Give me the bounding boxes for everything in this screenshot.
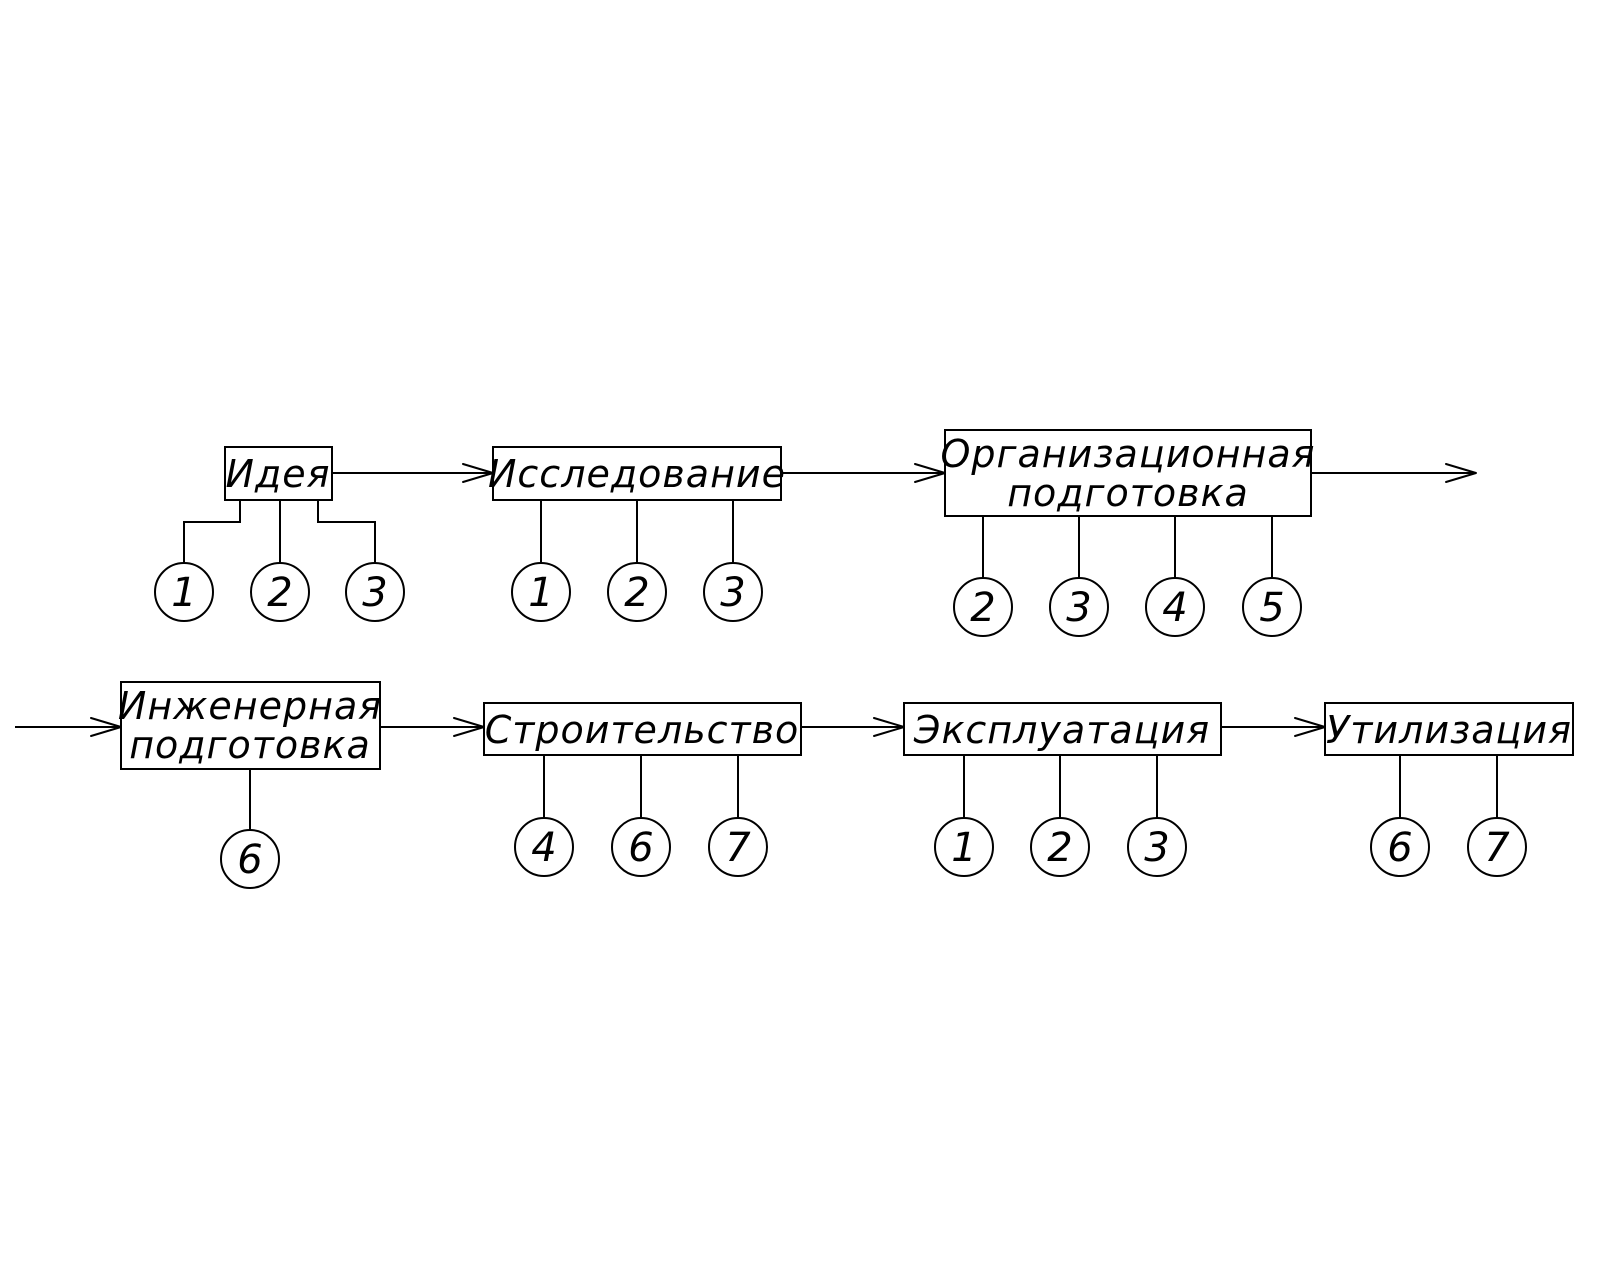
arrow-operation-to-disposal bbox=[1221, 717, 1326, 737]
stage-research-connectors bbox=[540, 500, 734, 563]
marker-circle bbox=[953, 577, 1013, 637]
marker-number: 3 bbox=[1144, 825, 1169, 871]
marker-number: 4 bbox=[531, 825, 556, 871]
marker-number: 7 bbox=[725, 825, 751, 871]
marker-circle bbox=[154, 562, 214, 622]
marker-number: 1 bbox=[951, 825, 976, 871]
marker-circle bbox=[611, 817, 671, 877]
stage-operation-label: Эксплуатация bbox=[913, 708, 1210, 752]
stage-org-prep-connectors bbox=[982, 516, 1273, 578]
stage-idea-markers: 1 2 3 bbox=[154, 562, 405, 622]
stage-research-label: Исследование bbox=[488, 452, 786, 496]
stage-eng-prep-label-line1: Инженерная bbox=[118, 684, 382, 728]
marker-circle bbox=[1242, 577, 1302, 637]
marker-circle bbox=[1370, 817, 1430, 877]
arrow-eng-prep-to-construction bbox=[380, 717, 485, 737]
marker-circle bbox=[934, 817, 994, 877]
stage-construction-markers: 4 6 7 bbox=[514, 817, 768, 877]
stage-research-box bbox=[492, 446, 782, 501]
stage-org-prep: Организационная подготовка bbox=[941, 429, 1316, 517]
marker-number: 4 bbox=[1162, 585, 1187, 631]
marker-circle bbox=[1145, 577, 1205, 637]
marker-number: 3 bbox=[720, 570, 745, 616]
stage-idea-connectors bbox=[183, 500, 376, 563]
stage-operation-box bbox=[903, 702, 1222, 756]
marker-number: 3 bbox=[1066, 585, 1091, 631]
stage-idea-label: Идея bbox=[226, 452, 331, 496]
arrow-idea-to-research bbox=[332, 463, 494, 483]
marker-circle bbox=[514, 817, 574, 877]
marker-number: 7 bbox=[1484, 825, 1510, 871]
stage-construction-label: Строительство bbox=[485, 708, 800, 752]
stage-operation-connectors bbox=[963, 755, 1158, 818]
marker-circle bbox=[1049, 577, 1109, 637]
stage-research: Исследование bbox=[488, 446, 786, 501]
marker-circle bbox=[703, 562, 763, 622]
marker-number: 2 bbox=[267, 570, 292, 616]
stage-construction: Строительство bbox=[483, 702, 802, 756]
marker-number: 3 bbox=[362, 570, 387, 616]
stage-operation-markers: 1 2 3 bbox=[934, 817, 1187, 877]
marker-number: 2 bbox=[1047, 825, 1072, 871]
arrow-into-eng-prep bbox=[15, 717, 122, 737]
marker-circle bbox=[511, 562, 571, 622]
stage-idea: Идея bbox=[224, 446, 333, 501]
marker-number: 1 bbox=[171, 570, 196, 616]
marker-number: 2 bbox=[970, 585, 995, 631]
stage-disposal-box bbox=[1324, 702, 1574, 756]
stage-disposal: Утилизация bbox=[1324, 702, 1574, 756]
stage-org-prep-label-line1: Организационная bbox=[941, 432, 1316, 476]
marker-number: 6 bbox=[237, 837, 262, 883]
marker-circle bbox=[220, 829, 280, 889]
stage-operation: Эксплуатация bbox=[903, 702, 1222, 756]
arrow-org-prep-continue bbox=[1311, 463, 1477, 483]
marker-circle bbox=[1467, 817, 1527, 877]
stage-research-markers: 1 2 3 bbox=[511, 562, 763, 622]
marker-circle bbox=[345, 562, 405, 622]
marker-number: 6 bbox=[628, 825, 653, 871]
marker-circle bbox=[607, 562, 667, 622]
marker-number: 2 bbox=[624, 570, 649, 616]
marker-number: 6 bbox=[1387, 825, 1412, 871]
arrow-construction-to-operation bbox=[801, 717, 905, 737]
stage-org-prep-markers: 2 3 4 5 bbox=[953, 577, 1302, 637]
marker-circle bbox=[1030, 817, 1090, 877]
stage-eng-prep-label-line2: подготовка bbox=[129, 723, 371, 767]
arrow-research-to-org-prep bbox=[781, 463, 946, 483]
stage-eng-prep-box bbox=[120, 681, 381, 770]
marker-circle bbox=[1127, 817, 1187, 877]
stage-construction-connectors bbox=[543, 755, 739, 818]
stage-eng-prep-markers: 6 bbox=[220, 829, 280, 889]
stage-org-prep-box bbox=[944, 429, 1312, 517]
stage-construction-box bbox=[483, 702, 802, 756]
stage-disposal-connectors bbox=[1399, 755, 1498, 818]
stage-org-prep-label-line2: подготовка bbox=[1007, 471, 1249, 515]
stage-disposal-markers: 6 7 bbox=[1370, 817, 1527, 877]
stage-idea-box bbox=[224, 446, 333, 501]
stage-eng-prep: Инженерная подготовка bbox=[118, 681, 382, 770]
marker-number: 5 bbox=[1259, 585, 1284, 631]
marker-number: 1 bbox=[528, 570, 553, 616]
marker-circle bbox=[708, 817, 768, 877]
marker-circle bbox=[250, 562, 310, 622]
stage-disposal-label: Утилизация bbox=[1326, 708, 1572, 752]
